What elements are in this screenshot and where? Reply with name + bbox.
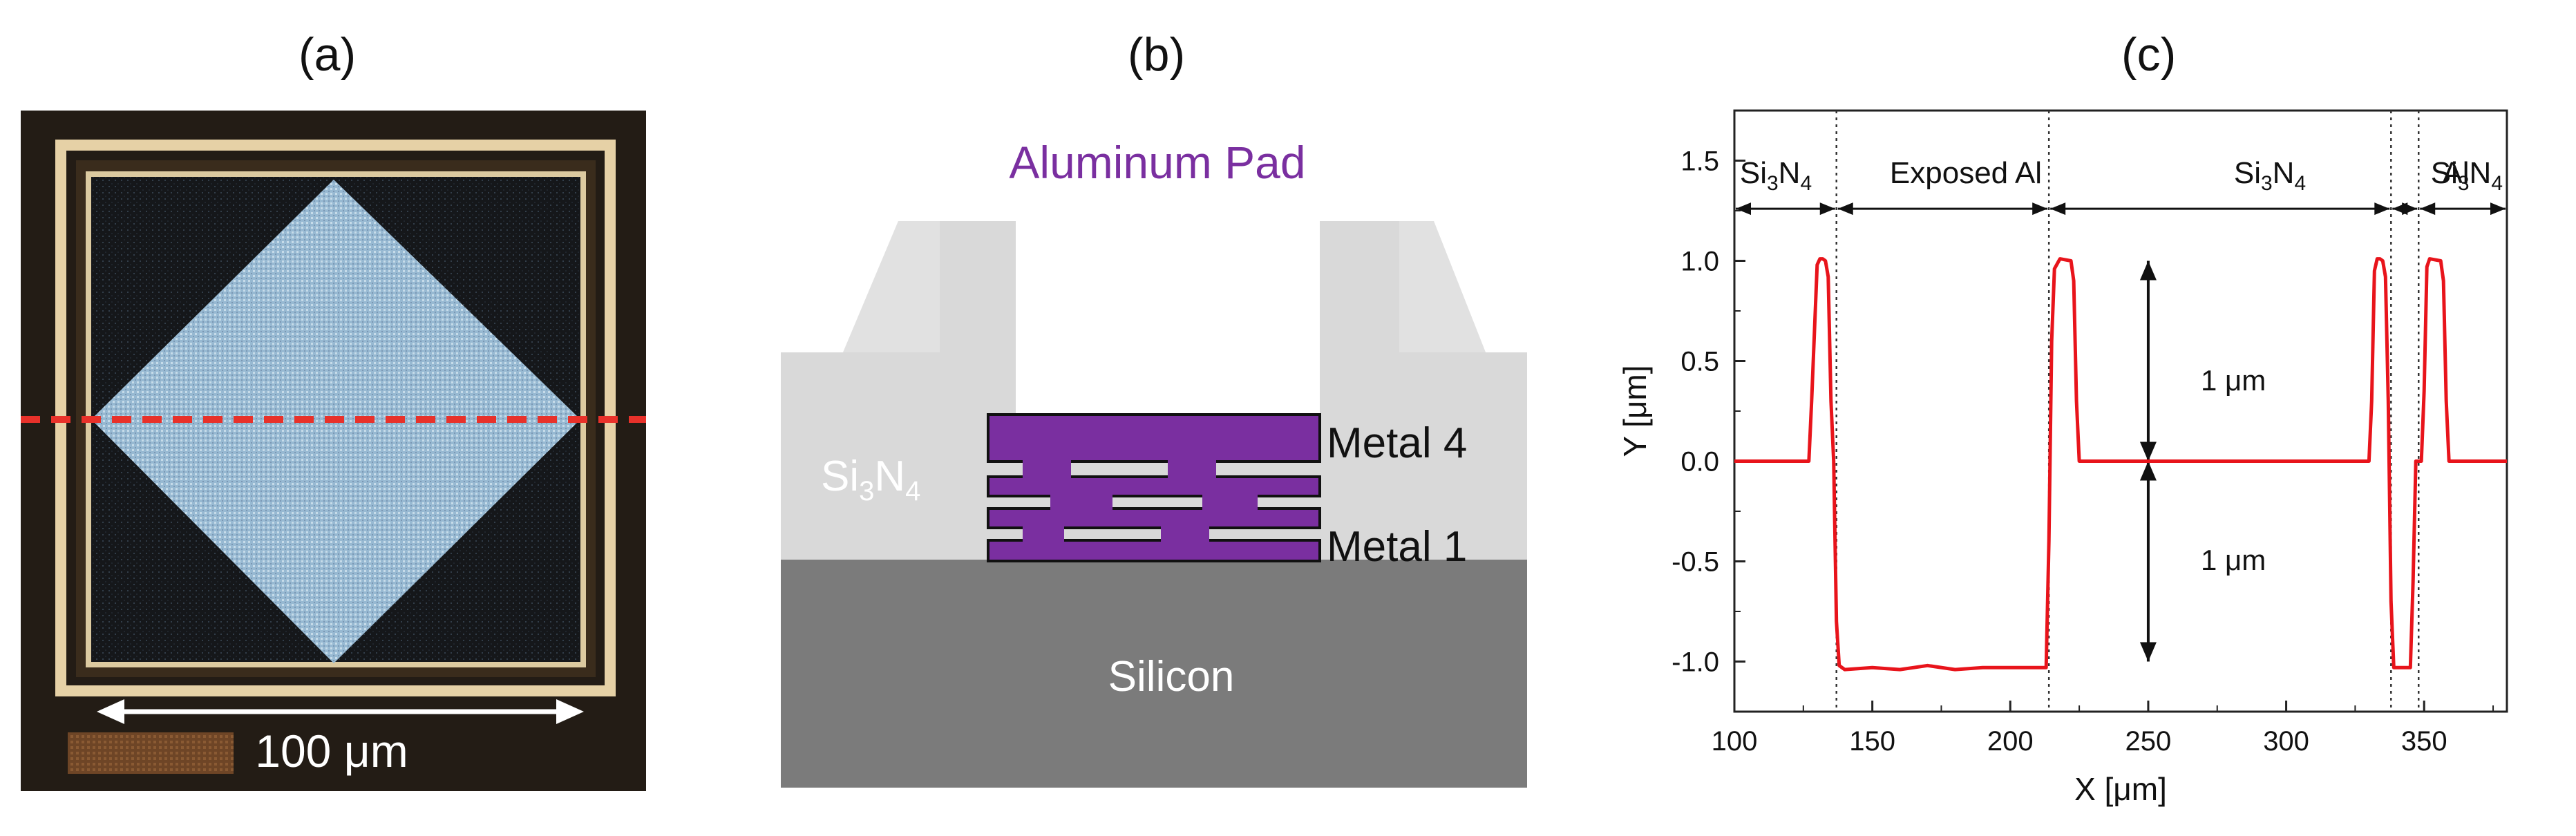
region-label-nitride-1: Si3N4: [1740, 156, 1812, 195]
arrow-head: [2374, 202, 2390, 216]
arrow-head: [2139, 642, 2157, 662]
panel-b-label: (b): [1128, 28, 1186, 81]
bond-structure: [68, 732, 234, 774]
region-label-nitride-2: Si3N4: [2234, 156, 2306, 195]
y-tick-label: 1.0: [1680, 247, 1719, 277]
metal-4-label: Metal 4: [1327, 419, 1467, 467]
arrow-head: [2490, 202, 2506, 216]
y-tick-label: 0.0: [1680, 447, 1719, 477]
scale-bar: [97, 699, 584, 724]
profile-trace: [1734, 257, 2507, 672]
x-tick-label: 100: [1712, 726, 1758, 757]
x-tick-label: 300: [2263, 726, 2309, 757]
arrow-head: [2420, 202, 2436, 216]
height-annotation-upper: 1 μm: [2201, 364, 2266, 397]
y-tick-label: 0.5: [1680, 347, 1719, 377]
region-label-exposed-al: Exposed Al: [1890, 156, 2042, 190]
nitride-layer: [781, 221, 1527, 560]
metal-1: [987, 539, 1321, 562]
y-axis-label: Y [μm]: [1617, 365, 1653, 457]
nitride-label: Si3N4: [821, 453, 920, 506]
panel-c-label: (c): [2121, 28, 2177, 81]
cross-section-diagram: Aluminum Pad Metal 4 Metal 1 Silicon Si3…: [781, 137, 1527, 788]
arrow-head: [2402, 202, 2418, 216]
y-tick-label: -0.5: [1671, 547, 1719, 578]
micrograph-panel: 100 μm: [21, 111, 646, 791]
region-label-al: Al: [2442, 156, 2469, 190]
arrow-head: [2139, 441, 2157, 462]
y-tick-label: 1.5: [1680, 146, 1719, 177]
height-annotation-lower: 1 μm: [2201, 544, 2266, 576]
region-label-nitride-3: Si3N4: [2431, 156, 2503, 195]
arrow-head: [1736, 202, 1751, 216]
arrow-head: [2032, 202, 2048, 216]
x-tick-label: 250: [2125, 726, 2172, 757]
arrow-head: [1837, 202, 1853, 216]
silicon-substrate: [781, 560, 1527, 788]
x-tick-label: 200: [1987, 726, 2034, 757]
x-axis-label: X [μm]: [2074, 771, 2167, 807]
metal-stack: [987, 413, 1321, 562]
metal-1-label: Metal 1: [1327, 523, 1467, 571]
arrow-head: [2050, 202, 2066, 216]
x-tick-label: 350: [2401, 726, 2447, 757]
panel-a-label: (a): [299, 28, 357, 81]
metal-4: [987, 413, 1321, 463]
arrow-head: [2139, 260, 2157, 281]
profile-chart: Si3N4 Exposed Al Si3N4 Al Si3N4 1 μm 1 μ…: [1617, 109, 2508, 807]
x-tick-label: 150: [1849, 726, 1895, 757]
arrow-head: [1819, 202, 1835, 216]
scale-bar-label: 100 μm: [255, 725, 408, 777]
silicon-label: Silicon: [1108, 653, 1235, 701]
arrow-head: [2139, 461, 2157, 481]
aluminum-pad-title: Aluminum Pad: [1009, 137, 1305, 188]
y-tick-label: -1.0: [1671, 647, 1719, 678]
